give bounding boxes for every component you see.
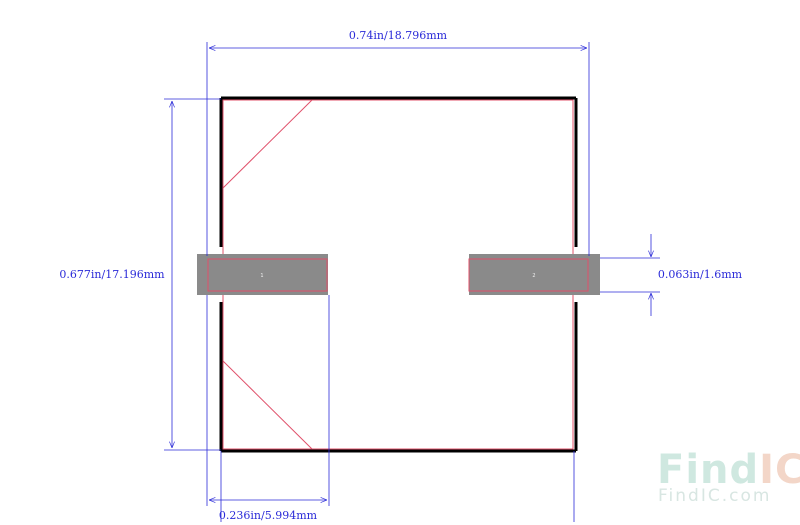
height-dimension-label: 0.677in/17.196mm — [59, 268, 165, 281]
pad-height-dimension-label: 0.063in/1.6mm — [658, 268, 743, 281]
width-dimension — [206, 42, 590, 256]
pad-1: 1 — [197, 254, 328, 295]
pad-2: 2 — [468, 254, 600, 295]
logo-accent-text: IC — [759, 447, 800, 493]
pad-1-label: 1 — [260, 273, 263, 279]
logo-main-text: Find — [657, 447, 760, 493]
pad-length-dimension-label: 0.236in/5.994mm — [219, 509, 318, 522]
pad-height-dimension — [600, 234, 660, 316]
width-dimension-label: 0.74in/18.796mm — [349, 29, 448, 42]
pad-length-dimension — [206, 295, 575, 522]
pad-2-label: 2 — [532, 273, 535, 279]
findic-logo: FindIC — [657, 447, 800, 493]
height-dimension — [164, 98, 221, 451]
body-outline — [219, 96, 578, 453]
findic-url: FindIC.com — [658, 486, 772, 506]
